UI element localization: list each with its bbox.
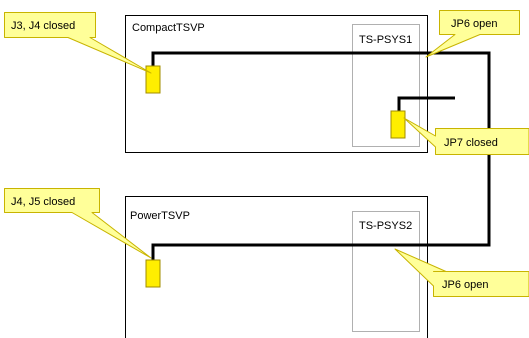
callout-jp6-bottom: JP6 open	[394, 248, 529, 297]
callout-jp7-text: JP7 closed	[444, 137, 498, 149]
callout-jp6-top-text: JP6 open	[451, 18, 497, 30]
chassis-compacttsvp	[125, 15, 428, 153]
callout-jp6-top: JP6 open	[425, 10, 520, 58]
callout-jp6-bottom-text: JP6 open	[442, 279, 488, 291]
module-ts-psys2-label: TS-PSYS2	[359, 220, 412, 232]
callout-j4-j5: J4, J5 closed	[4, 188, 152, 259]
module-ts-psys1	[352, 24, 420, 147]
callout-j4-j5-text: J4, J5 closed	[11, 196, 75, 208]
callout-j3-j4-text: J3, J4 closed	[11, 20, 75, 32]
callout-j3-j4: J3, J4 closed	[4, 12, 152, 74]
cable-jp7	[397, 96, 455, 111]
callout-jp7: JP7 closed	[403, 117, 529, 155]
jumper-jp7	[390, 110, 406, 139]
jumper-j3-j4	[145, 65, 161, 94]
chassis-powertsvp-label: PowerTSVP	[130, 210, 190, 222]
chassis-compacttsvp-label: CompactTSVP	[132, 22, 205, 34]
module-ts-psys1-label: TS-PSYS1	[359, 34, 412, 46]
jumper-j4-j5	[145, 259, 161, 288]
